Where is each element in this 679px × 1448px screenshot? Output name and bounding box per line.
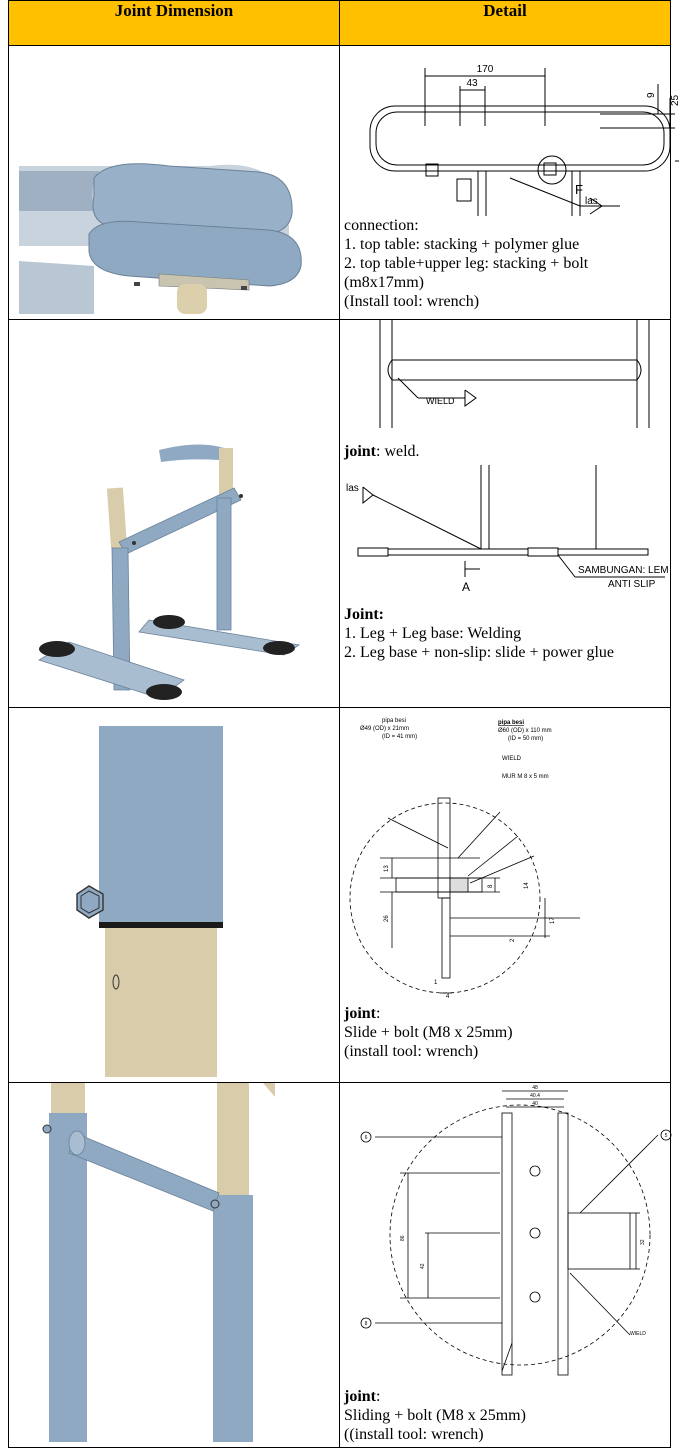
weld-las-label: las [346, 483, 359, 494]
dim-1: 1 [434, 980, 438, 986]
mark-a: A [462, 580, 470, 594]
caption-line: 2. top table+upper leg: stacking + bolt … [344, 255, 589, 291]
base-slip-drawing: las A SAMBUNGAN: LEM ANTI SLIP [346, 465, 669, 594]
table-row: 6 5 8 48 40.4 40 86 42 32 WIELD joint: S… [8, 1082, 672, 1448]
bolt-tube-render [9, 708, 314, 1077]
joint-image-cell [8, 319, 340, 708]
dim-170: 170 [477, 64, 494, 75]
pipe-right-id: (ID = 50 mm) [508, 736, 543, 742]
caption-line: ((install tool: wrench) [344, 1426, 484, 1443]
leg-base-render [9, 320, 314, 702]
weld-label: WIELD [630, 1331, 646, 1337]
dim-40: 40 [532, 1101, 538, 1107]
dim-4: 4 [446, 994, 450, 1000]
callout-5: 5 [665, 1133, 668, 1139]
joint-image-cell [8, 707, 340, 1083]
bolt-joint-caption: joint: Slide + bolt (M8 x 25mm) (install… [340, 1004, 670, 1061]
joint-image-cell [8, 1082, 340, 1448]
header-joint-dimension: Joint Dimension [8, 0, 340, 46]
caption-title: Joint: [344, 606, 384, 623]
caption-line: (install tool: wrench) [344, 1043, 479, 1060]
header-detail: Detail [339, 0, 671, 46]
table-row: 170 43 9 25 F las connection: 1. top tab… [8, 45, 679, 320]
joint-detail-cell: WIELD joint: weld. [339, 319, 671, 708]
dim-32: 32 [640, 1239, 646, 1245]
caption-line: 1. top table: stacking + polymer glue [344, 236, 580, 253]
weld-las: las [585, 196, 598, 207]
caption-line: Slide + bolt (M8 x 25mm) [344, 1024, 513, 1041]
dim-17: 17 [550, 917, 556, 924]
joint-detail-cell: 6 5 8 48 40.4 40 86 42 32 WIELD joint: S… [339, 1082, 672, 1448]
top-table-section-drawing: 170 43 9 25 F las [369, 64, 679, 216]
caption-title: connection: [344, 217, 419, 234]
joint-label: joint [344, 1388, 376, 1405]
pipe-right-spec: Ø60 (OD) x 110 mm [498, 728, 552, 734]
leg-joint-caption: Joint: 1. Leg + Leg base: Welding 2. Leg… [340, 605, 670, 662]
joint-detail-cell: pipa besi Ø49 (OD) x 21mm (ID = 41 mm) p… [339, 707, 671, 1083]
caption-line: (Install tool: wrench) [344, 293, 480, 310]
callout-6: 6 [365, 1135, 368, 1141]
dim-9: 9 [646, 92, 657, 98]
pipe-left-spec: Ø49 (OD) x 21mm [360, 726, 409, 732]
sambungan-label: SAMBUNGAN: LEM [578, 565, 669, 576]
dim-40-4: 40.4 [530, 1093, 540, 1099]
joint-label: joint [344, 443, 376, 460]
crossbar-joint-caption: joint: Sliding + bolt (M8 x 25mm) ((inst… [340, 1387, 670, 1444]
nut-label: MUR M 8 x 5 mm [502, 774, 549, 780]
dim-2: 2 [510, 938, 516, 942]
caption-line: 2. Leg base + non-slip: slide + power gl… [344, 644, 614, 661]
dim-43: 43 [466, 78, 478, 89]
crossbar-render [9, 1083, 314, 1442]
anti-slip-label: ANTI SLIP [608, 579, 656, 590]
dim-26: 26 [384, 915, 390, 922]
bolt-section-drawing: pipa besi Ø49 (OD) x 21mm (ID = 41 mm) p… [349, 718, 580, 1000]
weld-label: WIELD [426, 396, 455, 406]
caption-line: Sliding + bolt (M8 x 25mm) [344, 1407, 526, 1424]
joint-text: : [376, 1005, 381, 1022]
weld-label: WIELD [502, 756, 522, 762]
crossbar-section-drawing: 6 5 8 48 40.4 40 86 42 32 WIELD [360, 1085, 672, 1376]
dim-8: 8 [488, 884, 494, 888]
dim-25: 25 [670, 94, 679, 106]
dim-14: 14 [524, 882, 530, 889]
joint-image-cell [8, 45, 340, 320]
joint-detail-cell: 170 43 9 25 F las connection: 1. top tab… [339, 45, 679, 320]
pipe-left-title: pipa besi [382, 718, 406, 724]
dim-48: 48 [532, 1085, 538, 1091]
joint-table: Joint Dimension Detail [8, 0, 679, 1448]
dim-13: 13 [384, 865, 390, 872]
dim-42: 42 [420, 1263, 426, 1269]
tabletop-corner-render [9, 46, 314, 314]
dim-86: 86 [400, 1235, 406, 1241]
pipe-left-id: (ID = 41 mm) [382, 734, 417, 740]
pipe-right-title: pipa besi [498, 720, 524, 726]
weld-joint-caption: joint: weld. [340, 442, 670, 461]
callout-8: 8 [365, 1321, 368, 1327]
caption-line: 1. Leg + Leg base: Welding [344, 625, 522, 642]
table-row: pipa besi Ø49 (OD) x 21mm (ID = 41 mm) p… [8, 707, 671, 1083]
joint-text: : [376, 1388, 381, 1405]
mark-f: F [575, 182, 583, 197]
table-row: WIELD joint: weld. [8, 319, 671, 708]
joint-text: : weld. [376, 443, 420, 460]
leg-weld-drawing: WIELD [379, 320, 650, 428]
joint-label: joint [344, 1005, 376, 1022]
connection-caption: connection: 1. top table: stacking + pol… [340, 216, 670, 311]
